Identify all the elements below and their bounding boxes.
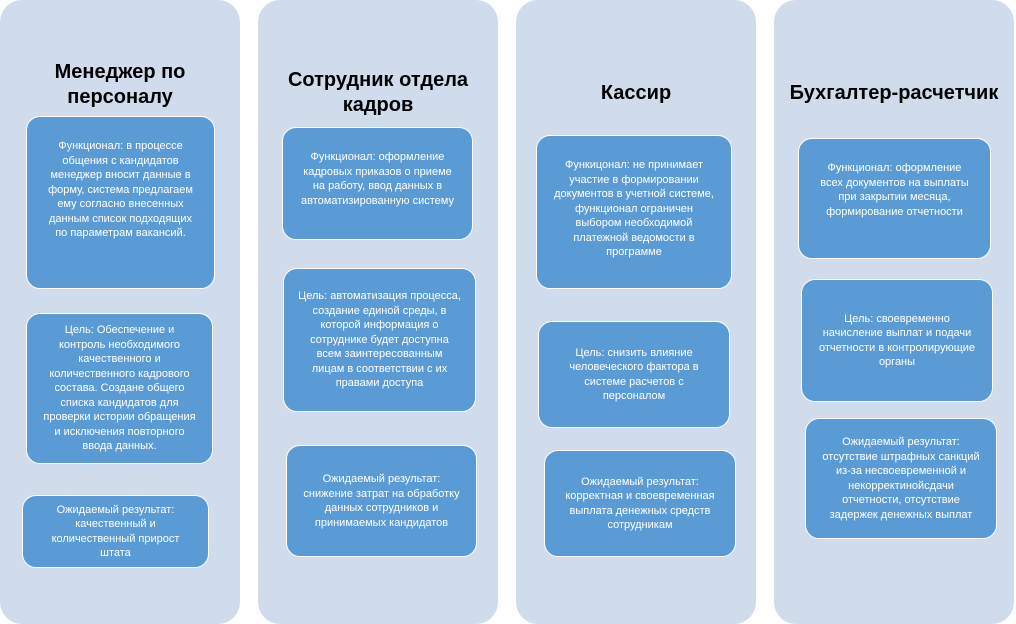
result-box: Ожидаемый результат: снижение затрат на … xyxy=(286,445,477,557)
column-title: Кассир xyxy=(600,82,672,104)
column-title: Менеджер по персоналу xyxy=(54,61,186,108)
goal-box: Цель: автоматизация процесса, создание е… xyxy=(283,268,476,412)
column-title: Сотрудник отдела кадров xyxy=(287,69,469,116)
function-box: Функционал: оформление кадровых приказов… xyxy=(282,127,473,240)
column-title: Бухгалтер-расчетчик xyxy=(789,82,999,104)
goal-box: Цель: своевременно начисление выплат и п… xyxy=(801,279,993,402)
function-box: Функционал: в процессе общения с кандида… xyxy=(26,116,215,289)
goal-box: Цель: снизить влияние человеческого факт… xyxy=(538,321,730,428)
result-box: Ожидаемый результат: отсутствие штрафных… xyxy=(805,418,997,539)
function-box: Функицонал: не принимает участие в форми… xyxy=(536,135,732,289)
result-box: Ожидаемый результат: качественный и коли… xyxy=(22,495,209,568)
result-box: Ожидаемый результат: корректная и своевр… xyxy=(544,450,736,557)
function-box: Функционал: оформление всех документов н… xyxy=(798,138,991,259)
goal-box: Цель: Обеспечение и контроль необходимог… xyxy=(26,313,213,464)
